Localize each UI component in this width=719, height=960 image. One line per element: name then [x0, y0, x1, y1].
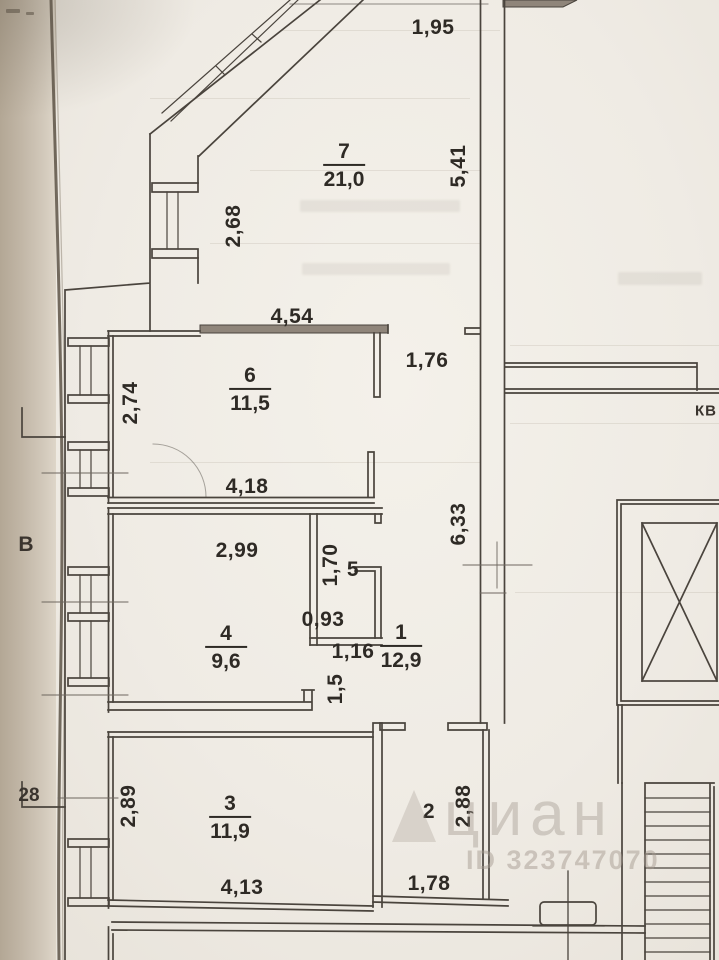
scan-artifact [150, 462, 480, 463]
axis-label-v: В [18, 533, 34, 556]
dim-4-13: 4,13 [220, 876, 264, 899]
room-3-area: 11,9 [210, 819, 250, 843]
right-corridor-walls [504, 362, 719, 394]
wall-pilasters [67, 337, 110, 907]
room-6-walls [107, 324, 481, 504]
dim-1-76: 1,76 [405, 349, 449, 372]
dim-2-68: 2,68 [222, 204, 245, 248]
margin-speck [6, 9, 20, 13]
dim-2-99: 2,99 [215, 539, 259, 562]
dim-1-5: 1,5 [324, 673, 347, 705]
margin-speck [26, 12, 34, 15]
window-glazing-lines [79, 345, 92, 899]
dim-0-93: 0,93 [301, 608, 345, 631]
dim-5-41: 5,41 [447, 144, 470, 188]
axis-cross [532, 870, 605, 960]
axis-tick-lines [41, 472, 129, 799]
room-4-area: 9,6 [211, 649, 241, 673]
scan-artifact [510, 345, 719, 346]
bleed-through-text [300, 200, 460, 212]
page-edge-margin [0, 0, 56, 960]
room-6-area: 11,5 [230, 391, 270, 415]
room-3-and-2-walls [107, 722, 646, 960]
room-1-area: 12,9 [380, 648, 422, 672]
dim-1-16: 1,16 [331, 640, 375, 663]
dim-2-89: 2,89 [117, 784, 140, 828]
scan-artifact [280, 30, 500, 31]
room-6-label: 6 11,5 [229, 364, 271, 415]
dim-1-70: 1,70 [319, 543, 342, 587]
bleed-through-text [302, 263, 450, 275]
room-3-label: 3 11,9 [209, 792, 251, 843]
room-7-label: 7 21,0 [323, 140, 365, 191]
exterior-walls [21, 0, 578, 960]
room-4-and-closet-walls [107, 507, 383, 711]
scan-artifact [210, 243, 480, 244]
dim-4-54: 4,54 [270, 305, 314, 328]
room-7-number: 7 [323, 140, 365, 166]
corridor-walls [379, 541, 533, 731]
room-1-label: 1 12,9 [380, 621, 422, 672]
scan-artifact [150, 98, 470, 99]
room-5-number: 5 [346, 558, 360, 581]
dim-2-74: 2,74 [119, 381, 142, 425]
room-3-number: 3 [209, 792, 251, 818]
staircase [617, 704, 715, 960]
dim-6-33: 6,33 [447, 502, 470, 546]
axis-label-kv: КВ [695, 402, 717, 420]
stair-treads [644, 797, 711, 953]
room-1-number: 1 [380, 621, 422, 647]
bleed-through-text [618, 272, 702, 285]
scan-artifact [250, 170, 480, 171]
dim-2-88: 2,88 [452, 784, 475, 828]
room-4-number: 4 [205, 622, 247, 648]
room-6-number: 6 [229, 364, 271, 390]
scan-artifact [510, 423, 719, 424]
dim-4-18: 4,18 [225, 475, 269, 498]
elevator-shaft [616, 499, 719, 706]
door-swing-arc [152, 443, 207, 498]
room-7-area: 21,0 [323, 167, 365, 191]
room-2-number: 2 [422, 800, 436, 823]
axis-label-28: 28 [18, 785, 40, 806]
dim-1-95: 1,95 [411, 16, 455, 39]
room-4-label: 4 9,6 [205, 622, 247, 673]
dim-1-78: 1,78 [407, 872, 451, 895]
page-edge-line [49, 0, 64, 960]
